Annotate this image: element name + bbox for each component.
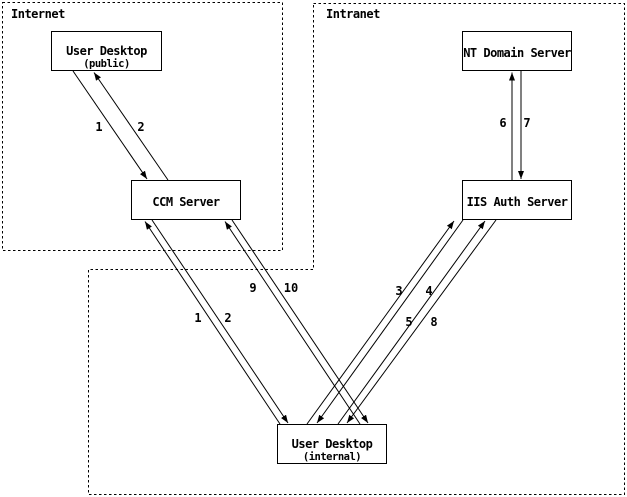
flow-line-9-internal-to-ccm: [224, 221, 361, 425]
flow-label-9: 9: [249, 281, 257, 295]
flow-line-2-ccm-to-internal: [151, 219, 289, 424]
node-title: NT Domain Server: [463, 46, 571, 60]
flow-label-3: 3: [395, 284, 403, 298]
node-user-desktop-public: User Desktop (public): [51, 31, 162, 71]
flow-label-1-public: 1: [95, 120, 103, 134]
node-title: User Desktop: [291, 437, 373, 451]
flow-label-10: 10: [283, 281, 299, 295]
intranet-zone-boundary: [88, 3, 625, 495]
flow-label-2-public: 2: [137, 120, 145, 134]
flow-label-6: 6: [499, 116, 507, 130]
flow-line-4-iis-to-internal: [316, 219, 464, 424]
flow-label-7: 7: [523, 116, 531, 130]
flow-label-5: 5: [405, 315, 413, 329]
node-subtitle: (internal): [302, 451, 362, 463]
internet-zone-boundary: [2, 2, 283, 251]
internet-zone-label: Internet: [11, 7, 65, 21]
flow-line-1-internal-to-ccm: [144, 221, 281, 425]
node-ccm-server: CCM Server: [131, 180, 241, 220]
flow-line-10-ccm-to-internal: [231, 219, 369, 424]
flow-label-4: 4: [425, 284, 433, 298]
flow-label-2-internal: 2: [224, 311, 232, 325]
flow-line-3-internal-to-iis: [306, 220, 455, 425]
node-iis-auth-server: IIS Auth Server: [462, 180, 572, 220]
flow-line-1-public-to-ccm: [72, 70, 148, 180]
node-title: CCM Server: [152, 195, 220, 209]
node-user-desktop-internal: User Desktop (internal): [277, 424, 387, 464]
flow-label-1-internal: 1: [194, 311, 202, 325]
node-subtitle: (public): [83, 58, 130, 70]
node-title: IIS Auth Server: [466, 195, 568, 209]
flow-label-8: 8: [430, 315, 438, 329]
node-nt-domain-server: NT Domain Server: [462, 31, 572, 71]
flow-line-2-ccm-to-public: [93, 72, 169, 181]
flow-line-5-internal-to-iis: [337, 220, 486, 425]
node-title: User Desktop: [66, 44, 147, 58]
flow-line-8-iis-to-internal: [346, 219, 497, 424]
intranet-zone-label: Intranet: [326, 7, 380, 21]
